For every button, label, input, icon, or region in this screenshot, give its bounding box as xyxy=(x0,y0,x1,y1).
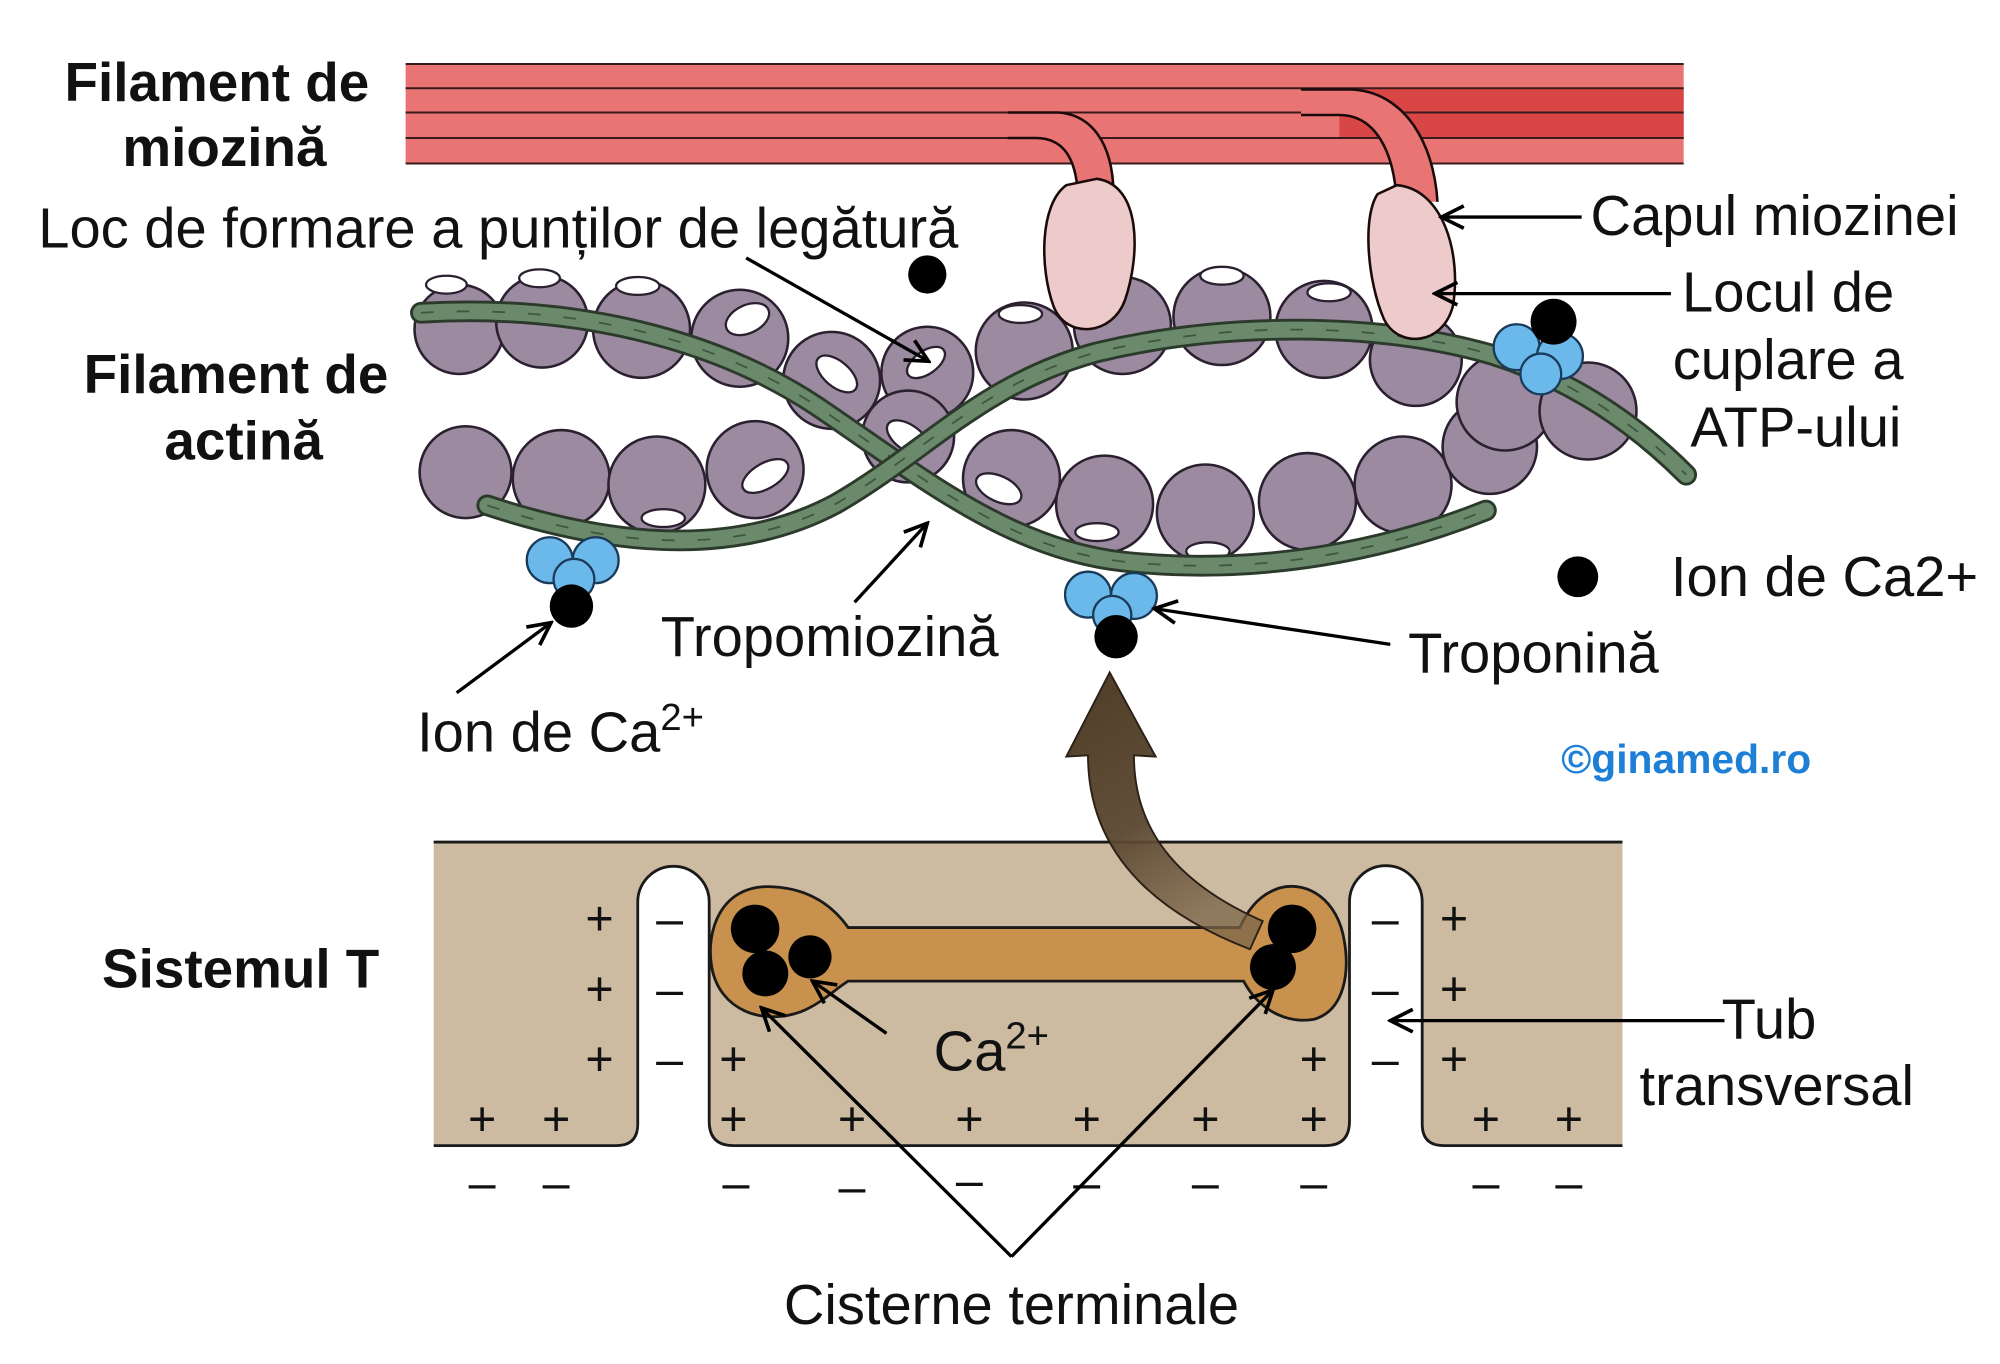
plus-sign: + xyxy=(542,1092,570,1146)
myosin-neck xyxy=(1007,111,1115,192)
actin-monomer xyxy=(413,283,506,376)
minus-sign: – xyxy=(1073,1156,1100,1210)
plus-sign: + xyxy=(719,1092,747,1146)
minus-sign: – xyxy=(956,1154,983,1208)
actin-monomer xyxy=(1257,451,1358,552)
calcium-ion xyxy=(1094,615,1138,659)
minus-sign: – xyxy=(543,1156,570,1210)
minus-sign: – xyxy=(1372,1032,1399,1086)
plus-sign: + xyxy=(1300,1092,1328,1146)
troponin xyxy=(1492,323,1585,396)
binding-site xyxy=(517,268,562,289)
plus-sign: + xyxy=(1300,1032,1328,1086)
minus-sign: – xyxy=(1372,892,1399,946)
plus-sign: + xyxy=(585,962,613,1016)
calcium-ion xyxy=(1530,298,1577,345)
myosin-head-label: Capul miozinei xyxy=(1591,184,1959,247)
binding-site xyxy=(974,472,1023,506)
plus-sign: + xyxy=(955,1092,983,1146)
plus-sign: + xyxy=(1440,1032,1468,1086)
tropomyosin-label: Tropomiozină xyxy=(661,605,1000,668)
actin-filament-label: Filament de actină xyxy=(84,343,404,471)
calcium-ion-arrow xyxy=(455,623,551,695)
myosin-filament xyxy=(405,62,1684,165)
plus-sign: + xyxy=(1191,1092,1219,1146)
troponin xyxy=(1063,570,1159,636)
membrane-charges: ++++++++++++++++++–––––––––––––––– xyxy=(468,892,1583,1214)
binding-site xyxy=(1306,282,1352,303)
minus-sign: – xyxy=(1192,1156,1219,1210)
plus-sign: + xyxy=(1440,892,1468,946)
tropomyosin-strand xyxy=(410,300,1497,577)
minus-sign: – xyxy=(656,892,683,946)
t-system-label: Sistemul T xyxy=(102,937,379,999)
plus-sign: + xyxy=(1073,1092,1101,1146)
calcium-ion xyxy=(1267,904,1317,954)
plus-sign: + xyxy=(1440,962,1468,1016)
myosin-neck xyxy=(1301,88,1439,202)
calcium-ion xyxy=(908,255,947,294)
plus-sign: + xyxy=(838,1092,866,1146)
minus-sign: – xyxy=(839,1160,866,1214)
binding-site xyxy=(1199,265,1245,286)
calcium-ion xyxy=(1250,944,1296,991)
troponin-arrow xyxy=(1154,609,1391,647)
binding-site xyxy=(741,457,790,495)
tropomyosin-arrow xyxy=(853,523,928,604)
calcium-ion xyxy=(742,950,789,997)
calcium-ion xyxy=(549,584,594,628)
calcium-ion-label: Ion de Ca2+ xyxy=(417,696,704,764)
calcium-ion xyxy=(788,935,832,979)
minus-sign: – xyxy=(1555,1156,1582,1210)
binding-site xyxy=(614,275,661,297)
binding-site xyxy=(997,303,1044,325)
minus-sign: – xyxy=(656,1032,683,1086)
atp-binding-site-label: Locul de cuplare a ATP-ului xyxy=(1673,260,1919,458)
plus-sign: + xyxy=(585,892,613,946)
plus-sign: + xyxy=(585,1032,613,1086)
calcium-release-arrow xyxy=(1064,670,1265,951)
minus-sign: – xyxy=(1300,1156,1327,1210)
plus-sign: + xyxy=(1472,1092,1500,1146)
plus-sign: + xyxy=(1555,1092,1583,1146)
plus-sign: + xyxy=(719,1032,747,1086)
myosin-filament-label: Filament de miozină xyxy=(65,51,385,178)
troponin-label: Troponină xyxy=(1408,621,1659,684)
terminal-cisterns-label: Cisterne terminale xyxy=(784,1273,1239,1336)
binding-site xyxy=(424,274,468,295)
binding-site xyxy=(640,508,687,529)
minus-sign: – xyxy=(722,1156,749,1210)
calcium-ion xyxy=(730,904,780,954)
minus-sign: – xyxy=(469,1156,496,1210)
crossbridge-site-label: Loc de formare a punților de legătură xyxy=(38,197,959,260)
terminal-cistern-arrow-right xyxy=(1010,990,1272,1258)
binding-site xyxy=(1074,522,1120,543)
terminal-cistern-arrow-left xyxy=(761,1008,1013,1258)
plus-sign: + xyxy=(468,1092,496,1146)
minus-sign: – xyxy=(656,962,683,1016)
terminal-cistern xyxy=(709,885,1348,1022)
crossbridge-site-arrow xyxy=(745,256,928,361)
minus-sign: – xyxy=(1372,962,1399,1016)
transverse-tubule-label: Tub transversal xyxy=(1640,988,1914,1117)
binding-site xyxy=(724,301,771,337)
calcium-ion-legend-label: Ion de Ca2+ xyxy=(1671,545,1978,608)
calcium-ion-legend-icon xyxy=(1557,556,1599,598)
binding-site xyxy=(815,354,859,394)
cistern-calcium-label: Ca2+ xyxy=(934,1015,1049,1083)
minus-sign: – xyxy=(1472,1156,1499,1210)
cistern-calcium-arrow xyxy=(813,981,888,1035)
myosin-head xyxy=(1042,177,1136,331)
watermark: ©ginamed.ro xyxy=(1561,736,1811,782)
myosin-head xyxy=(1367,183,1457,341)
